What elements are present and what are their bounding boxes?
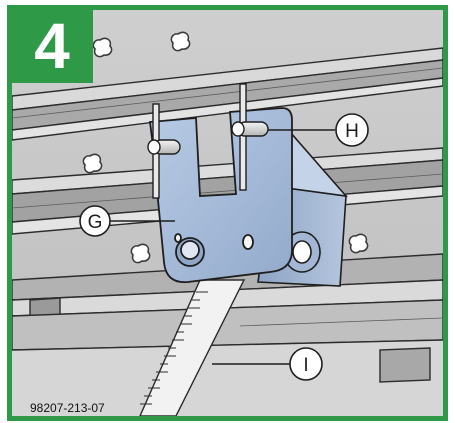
callout-h-label: H	[345, 121, 359, 142]
callout-h: H	[335, 113, 369, 147]
callout-g: G	[79, 205, 111, 237]
bracket	[148, 107, 293, 284]
step-number: 4	[34, 10, 70, 82]
callout-i: I	[289, 347, 323, 381]
step-badge: 4	[7, 5, 93, 83]
callout-g-label: G	[88, 212, 103, 233]
callout-leaders	[110, 129, 335, 365]
measuring-tape	[139, 279, 246, 416]
upper-rail	[12, 47, 443, 141]
bracket-pins	[147, 83, 269, 199]
figure-reference-code: 98207-213-07	[30, 401, 105, 415]
lower-frame	[12, 253, 443, 416]
callout-i-label: I	[303, 355, 308, 376]
